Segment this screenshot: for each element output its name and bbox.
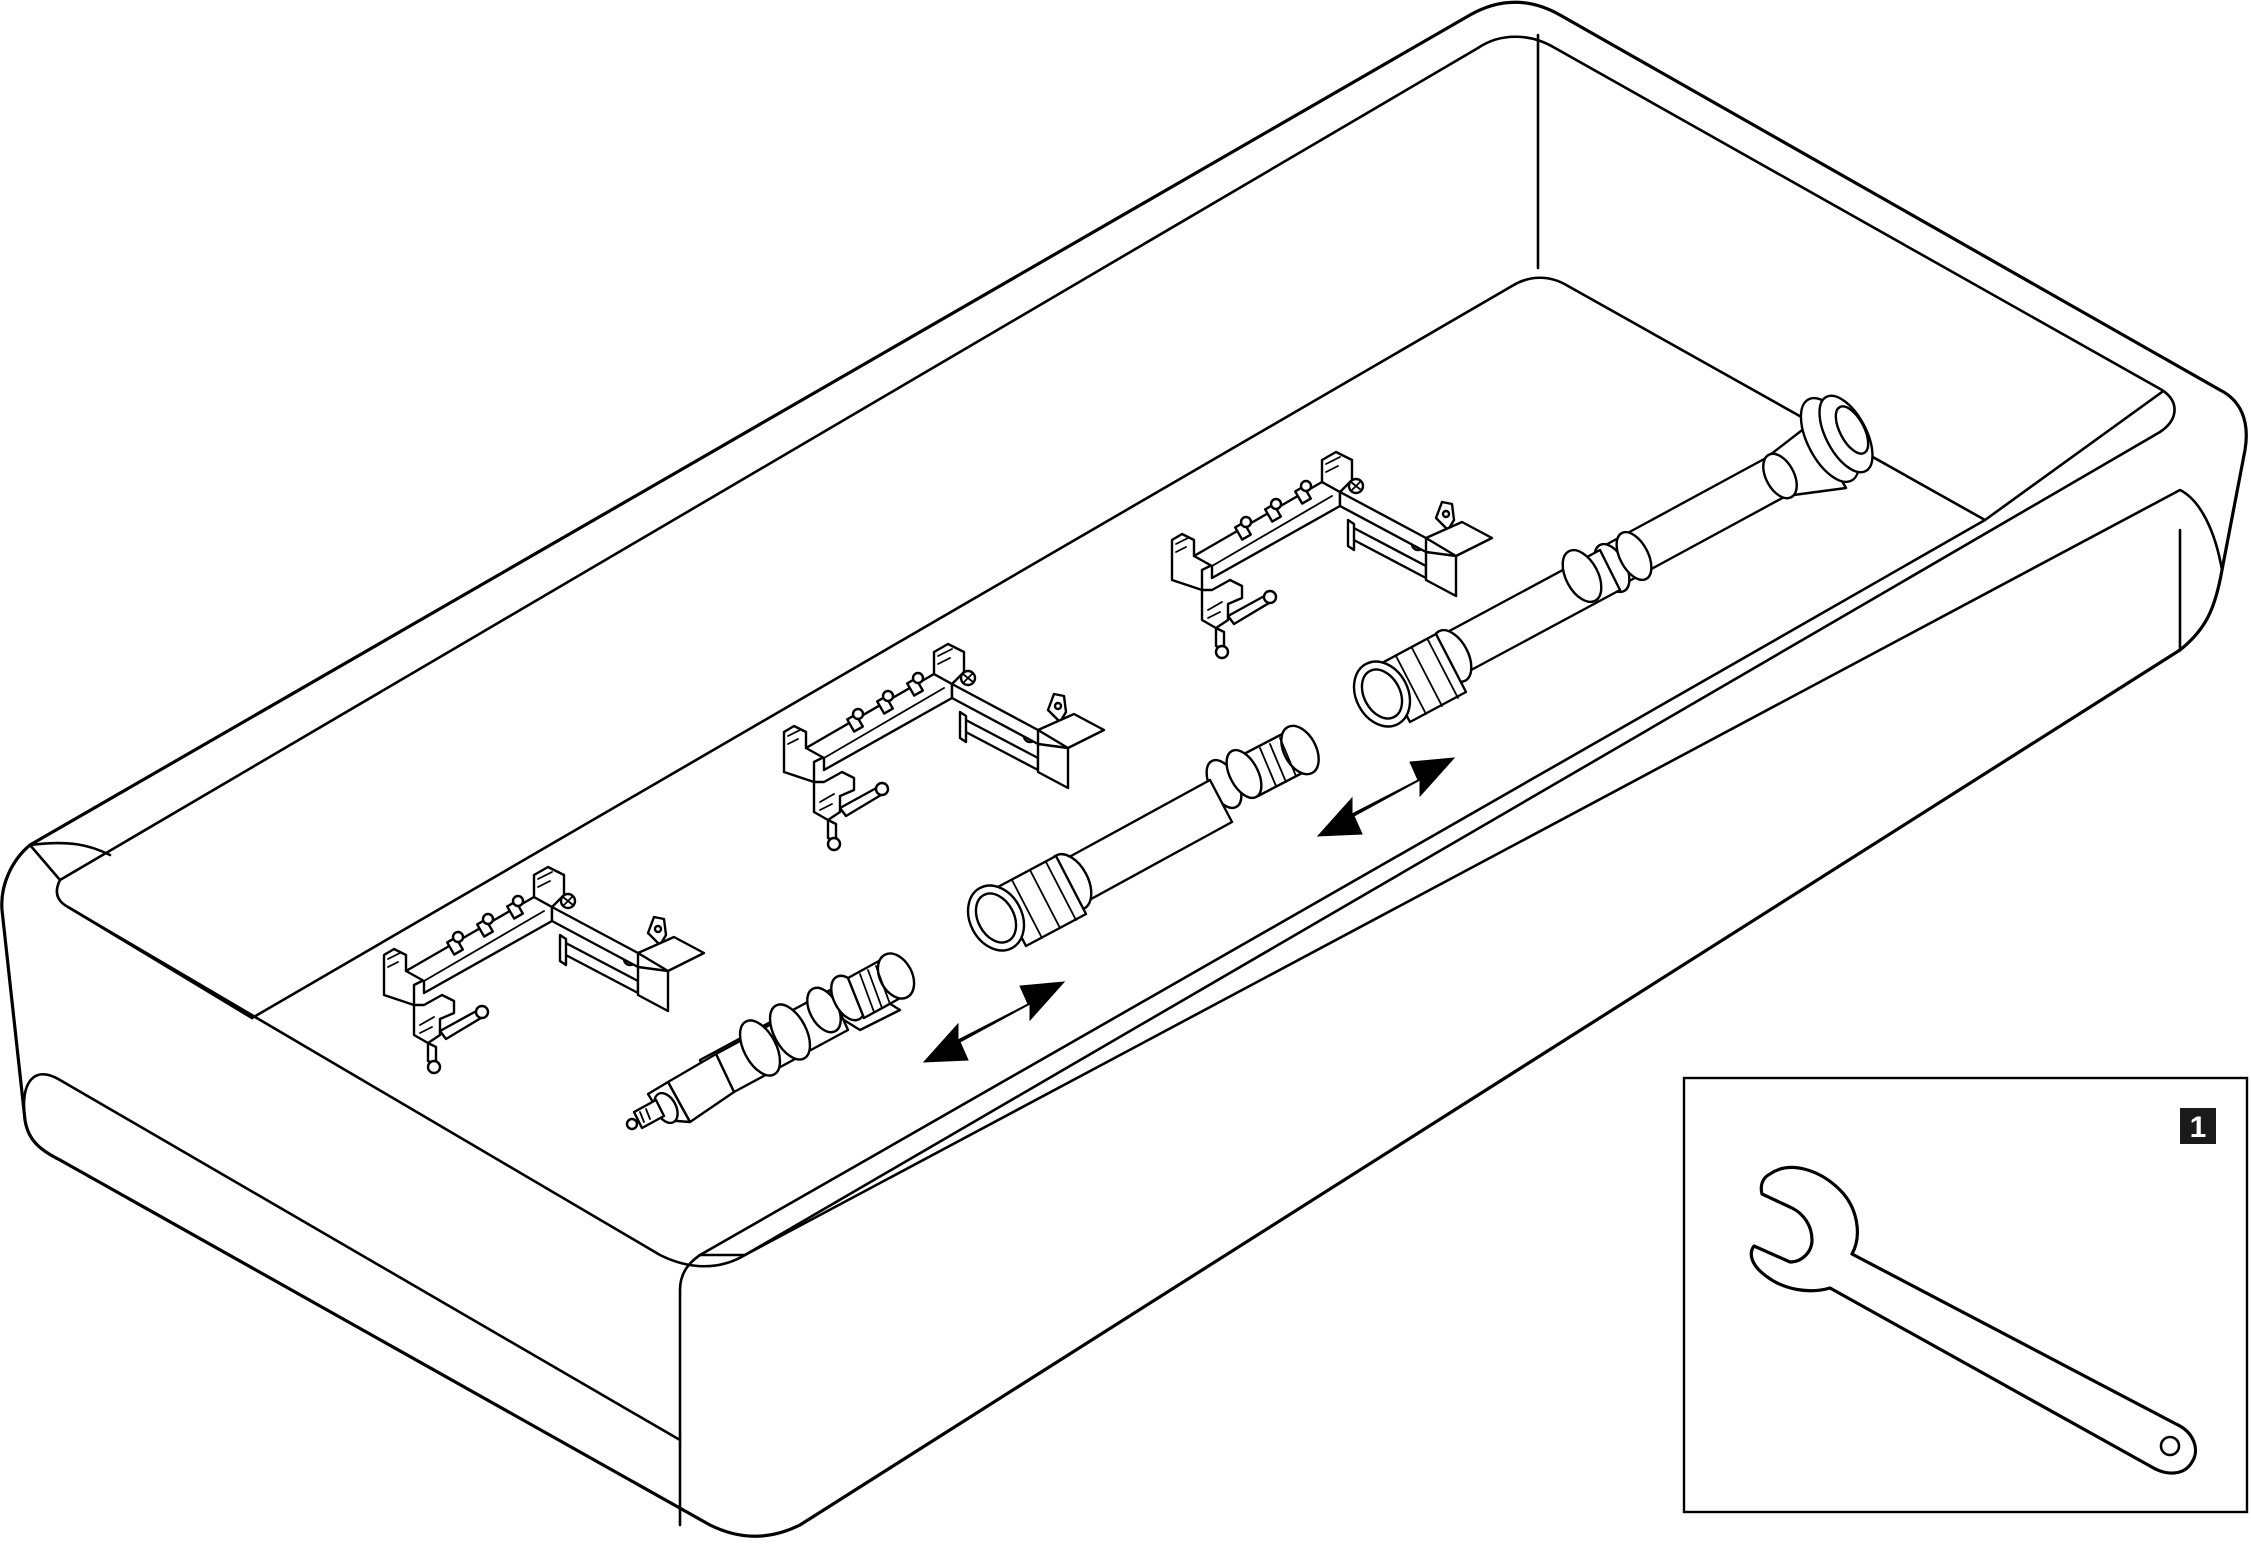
step-badge bbox=[2180, 1108, 2216, 1144]
callout-frame bbox=[1682, 1076, 2249, 1514]
front-pipe bbox=[625, 952, 916, 1131]
open-end-wrench-icon bbox=[1749, 1165, 2198, 1475]
rear-pipe bbox=[1352, 394, 1874, 728]
double-arrow-middle bbox=[1316, 757, 1456, 837]
step-number: 1 bbox=[2190, 1111, 2207, 1144]
manifold-assembly-front bbox=[382, 865, 916, 1131]
manifold-assembly-rear bbox=[1170, 394, 1874, 728]
tool-callout: 1 bbox=[1682, 1076, 2249, 1514]
double-arrow-front bbox=[922, 981, 1066, 1063]
manifold-assembly-middle bbox=[782, 642, 1320, 952]
middle-pipe bbox=[966, 724, 1320, 952]
